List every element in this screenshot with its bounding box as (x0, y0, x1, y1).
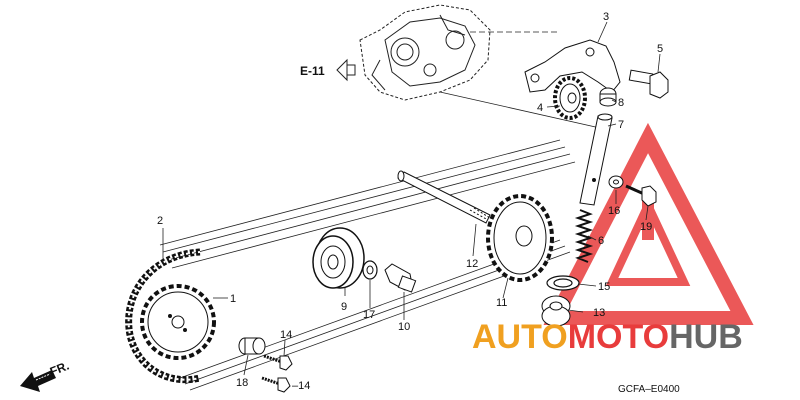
bolt-19 (625, 184, 657, 207)
part-label: 10 (398, 321, 410, 333)
watermark-text: AUTOMOTOHUB (472, 318, 743, 356)
watermark-word-hub: HUB (669, 318, 743, 356)
watermark-triangle-logo (543, 122, 754, 325)
part-label: 2 (157, 215, 163, 227)
watermark-word-moto: MOTO (568, 318, 669, 356)
svg-text:AUTOMOTOHUB: AUTOMOTOHUB (472, 318, 743, 356)
part-label: 7 (618, 119, 624, 131)
crankcase-outline (359, 4, 491, 101)
tensioner-spring (574, 209, 594, 263)
drive-sprocket (140, 284, 216, 360)
reference-label: E-11 (300, 64, 325, 78)
front-marker: FR. (48, 359, 71, 379)
drive-chain (125, 248, 201, 384)
part-label: 18 (236, 377, 248, 389)
part-label: –14 (292, 380, 310, 392)
part-label: 4 (537, 102, 543, 114)
front-direction-arrow-icon (20, 370, 56, 392)
bolt-5 (628, 69, 669, 99)
part-label: 6 (598, 235, 604, 247)
part-label: 1 (230, 293, 236, 305)
bolt-10 (384, 263, 417, 293)
part-label: 8 (618, 97, 624, 109)
washer-17 (362, 260, 378, 280)
crankcase-leader-lower (439, 91, 601, 129)
driven-shaft (397, 170, 491, 224)
part-label: 11 (496, 297, 507, 309)
tensioner-rod (579, 113, 613, 206)
leader-lines (162, 21, 661, 376)
driven-sprocket (486, 194, 554, 282)
washer-15 (546, 275, 580, 291)
washer-16 (608, 175, 624, 189)
watermark-word-auto: AUTO (472, 318, 568, 356)
tensioner-bracket (524, 39, 621, 93)
tensioner-sprocket (553, 76, 587, 120)
part-label: 19 (640, 221, 652, 233)
catalog-code: GCFA–E0400 (618, 384, 680, 395)
collar-8 (599, 87, 617, 107)
part-label: 15 (598, 281, 610, 293)
part-label: 9 (341, 301, 347, 313)
part-label: 14 (280, 329, 292, 341)
collar-18 (238, 337, 266, 355)
part-label: 12 (466, 258, 478, 270)
part-label: 17 (363, 309, 375, 321)
part-label: 3 (603, 11, 609, 23)
sealing-plug (541, 295, 571, 327)
part-number-labels: 1 2 3 4 5 6 7 8 9 10 11 12 13 14 –14 15 … (157, 11, 663, 392)
part-label: 13 (593, 307, 605, 319)
reference-arrow-icon (336, 58, 356, 82)
chain-roller (312, 227, 365, 289)
part-label: 5 (657, 43, 663, 55)
bolts-14 (261, 354, 293, 393)
part-label: 16 (608, 205, 620, 217)
